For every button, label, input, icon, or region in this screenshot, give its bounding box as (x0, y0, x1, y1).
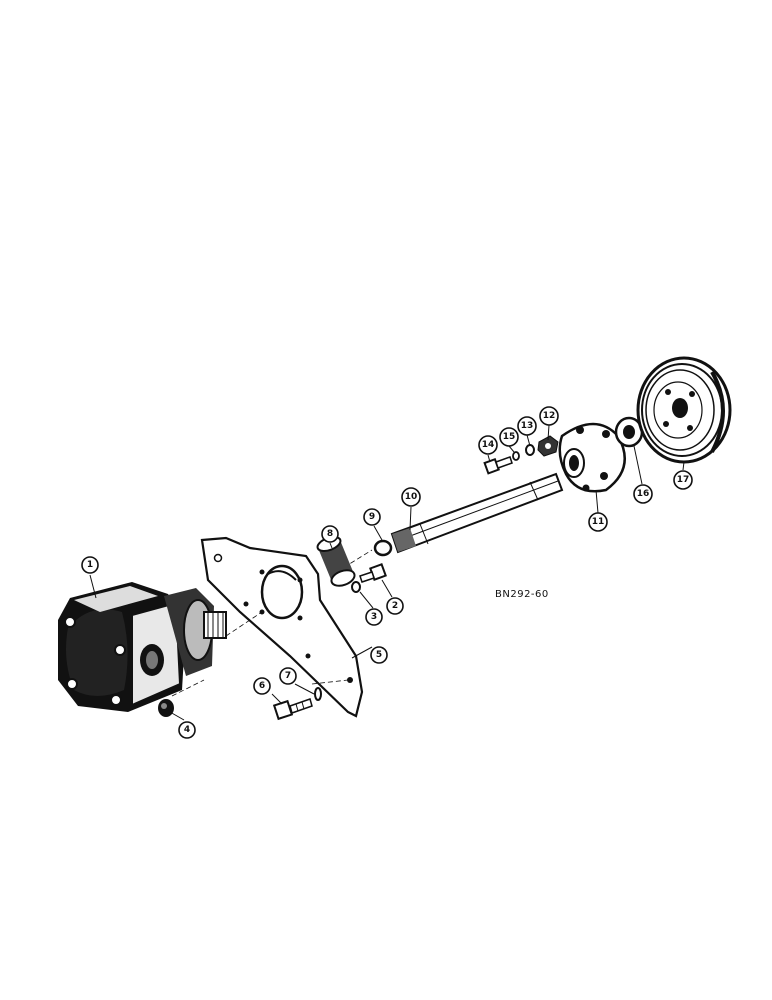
callout-label: 11 (592, 517, 605, 527)
callout-label: 5 (376, 650, 382, 660)
callout-label: 13 (521, 421, 534, 431)
callout-7: 7 (279, 667, 297, 685)
callout-12: 12 (539, 406, 559, 426)
callout-11: 11 (588, 512, 608, 532)
mounting-bracket (200, 536, 364, 718)
washer-13 (525, 444, 535, 456)
callout-13: 13 (517, 416, 537, 436)
callout-2: 2 (386, 597, 404, 615)
callout-label: 4 (184, 725, 190, 735)
callout-17: 17 (673, 470, 693, 490)
callout-label: 6 (259, 681, 265, 691)
drive-shaft (390, 472, 564, 554)
callout-4: 4 (178, 721, 196, 739)
callout-5: 5 (370, 646, 388, 664)
washer-3 (351, 581, 361, 593)
nut-12 (537, 435, 559, 457)
pipe-plug (158, 699, 174, 717)
callout-label: 15 (503, 432, 516, 442)
callout-14: 14 (478, 435, 498, 455)
bolt-2 (359, 563, 387, 583)
callout-label: 9 (369, 512, 375, 522)
reference-code: BN292-60 (495, 589, 549, 600)
callout-10: 10 (401, 487, 421, 507)
washer-15 (512, 451, 520, 461)
o-ring-9 (373, 539, 393, 557)
callout-label: 7 (285, 671, 291, 681)
callout-8: 8 (321, 525, 339, 543)
callout-label: 8 (327, 529, 333, 539)
callout-label: 16 (637, 489, 650, 499)
callout-15: 15 (499, 427, 519, 447)
callout-label: 12 (543, 411, 556, 421)
bolt-14 (483, 456, 513, 475)
bearing-collar (614, 416, 644, 448)
callout-label: 10 (405, 492, 418, 502)
pulley (636, 356, 732, 464)
callout-6: 6 (253, 677, 271, 695)
callout-3: 3 (365, 608, 383, 626)
coupling-sleeve (316, 536, 356, 587)
callout-label: 3 (371, 612, 377, 622)
lock-washer-7 (314, 687, 322, 701)
callout-label: 1 (87, 560, 93, 570)
callout-16: 16 (633, 484, 653, 504)
leader-lines (89, 424, 685, 721)
callout-label: 2 (392, 601, 398, 611)
callout-label: 17 (677, 475, 690, 485)
callout-9: 9 (363, 508, 381, 526)
callout-1: 1 (81, 556, 99, 574)
callout-label: 14 (482, 440, 495, 450)
pump-body (58, 582, 227, 712)
hub-flange (558, 422, 626, 493)
